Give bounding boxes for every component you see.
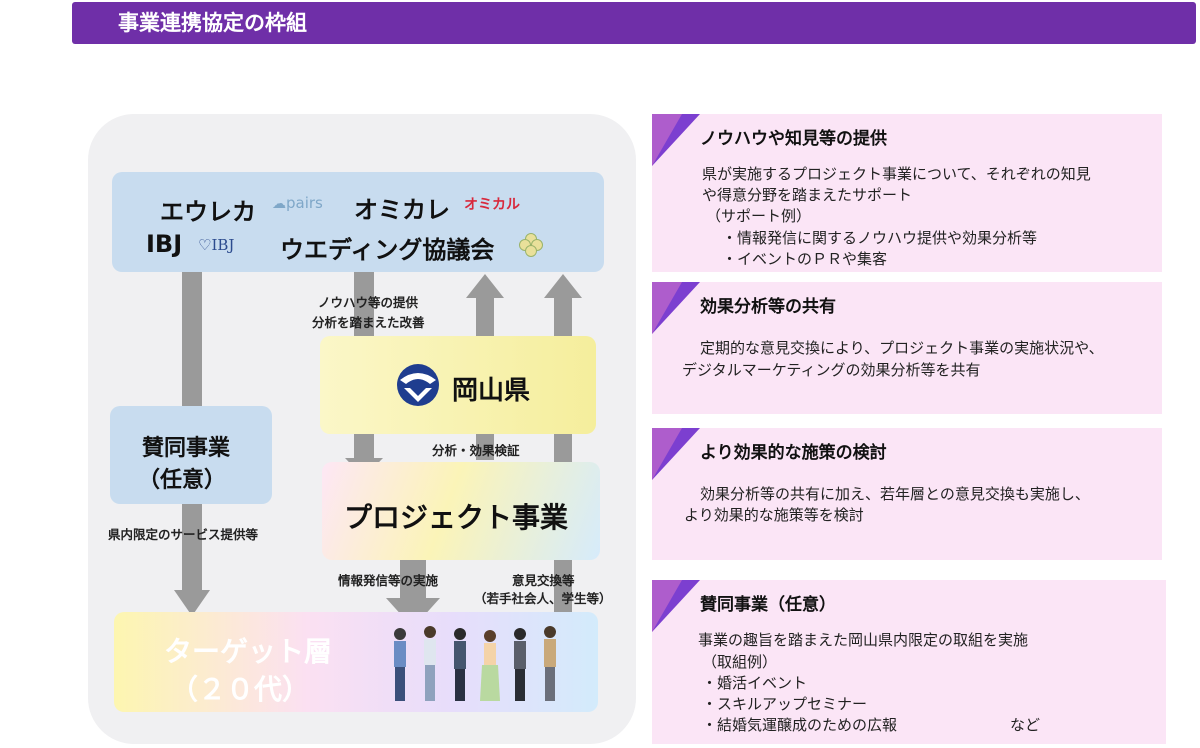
card-title: ノウハウや知見等の提供 [700, 129, 887, 149]
cloud-icon: ☁ [272, 196, 286, 212]
card-line: ・イベントのＰＲや集客 [722, 250, 888, 268]
pairs-logo: ☁pairs [272, 194, 323, 212]
person-icon [480, 630, 500, 701]
omikare-logo: オミカル [464, 197, 520, 213]
card-sando: 賛同事業（任意） 事業の趣旨を踏まえた岡山県内限定の取組を実施 （取組例） ・婚… [652, 580, 1166, 744]
partner-wedding: ウエディング協議会 [280, 236, 495, 264]
knowhow-label-1: ノウハウ等の提供 [318, 295, 419, 310]
card-line: （取組例） [702, 653, 778, 671]
local-service-label: 県内限定のサービス提供等 [108, 527, 259, 542]
ibj-logo: ♡IBJ [198, 236, 235, 254]
person-icon [514, 628, 526, 701]
person-icon [394, 628, 406, 701]
target-box: ターゲット層 （２０代） [114, 612, 598, 712]
partners-box: エウレカ ☁pairs オミカレ オミカル IBJ ♡IBJ ウエディング協議会 [112, 172, 604, 272]
card-line: ・情報発信に関するノウハウ提供や効果分析等 [722, 229, 1038, 247]
card-line: 効果分析等の共有に加え、若年層との意見交換も実施し、 [700, 485, 1090, 503]
people-illustration [394, 626, 556, 701]
card-line: ・婚活イベント [702, 674, 808, 692]
arrow-head-up-target [544, 274, 582, 298]
partner-ibj: IBJ [146, 230, 183, 258]
sando-label-1: 賛同事業 [142, 436, 231, 461]
arrow-head-up-okayama [466, 274, 504, 298]
person-icon [424, 626, 436, 701]
person-icon [544, 626, 556, 701]
target-label-2: （２０代） [170, 673, 311, 706]
card-suffix: など [1010, 716, 1041, 734]
okayama-emblem-icon [397, 364, 439, 406]
okayama-label: 岡山県 [452, 376, 531, 406]
card-title: より効果的な施策の検討 [700, 443, 887, 463]
card-knowhow: ノウハウや知見等の提供 県が実施するプロジェクト事業について、それぞれの知見 や… [652, 114, 1162, 272]
card-line: 県が実施するプロジェクト事業について、それぞれの知見 [702, 165, 1091, 183]
project-box: プロジェクト事業 [322, 462, 600, 560]
card-line: 事業の趣旨を踏まえた岡山県内限定の取組を実施 [698, 631, 1029, 649]
sando-label-2: （任意） [138, 468, 227, 493]
info-label: 情報発信等の実施 [338, 573, 439, 588]
partner-eureka: エウレカ [160, 198, 256, 226]
card-title: 効果分析等の共有 [700, 297, 836, 317]
project-label: プロジェクト事業 [344, 501, 569, 534]
card-title: 賛同事業（任意） [700, 595, 836, 615]
page-title: 事業連携協定の枠組 [72, 2, 1196, 44]
clover-icon [519, 233, 543, 257]
card-line: デジタルマーケティングの効果分析等を共有 [682, 361, 981, 379]
opinion-label-2: （若手社会人、学生等） [474, 591, 612, 606]
arrow-head-down-left [174, 590, 210, 616]
partner-omikare: オミカレ [354, 196, 450, 224]
analysis-label: 分析・効果検証 [432, 443, 520, 458]
card-line: より効果的な施策等を検討 [684, 506, 864, 524]
card-line: 定期的な意見交換により、プロジェクト事業の実施状況や、 [700, 339, 1104, 357]
okayama-box: 岡山県 [320, 336, 596, 434]
card-line: や得意分野を踏まえたサポート [702, 186, 913, 204]
sando-box: 賛同事業 （任意） [110, 406, 272, 504]
opinion-label-1: 意見交換等 [512, 573, 575, 588]
card-line: ・スキルアップセミナー [702, 695, 868, 713]
card-analysis: 効果分析等の共有 定期的な意見交換により、プロジェクト事業の実施状況や、 デジタ… [652, 282, 1162, 414]
card-line: ・結婚気運醸成のための広報 [702, 716, 898, 734]
person-icon [454, 628, 466, 701]
card-policy: より効果的な施策の検討 効果分析等の共有に加え、若年層との意見交換も実施し、 よ… [652, 428, 1162, 560]
card-line: （サポート例） [706, 207, 812, 225]
target-label-1: ターゲット層 [164, 635, 333, 668]
knowhow-label-2: 分析を踏まえた改善 [312, 315, 425, 330]
